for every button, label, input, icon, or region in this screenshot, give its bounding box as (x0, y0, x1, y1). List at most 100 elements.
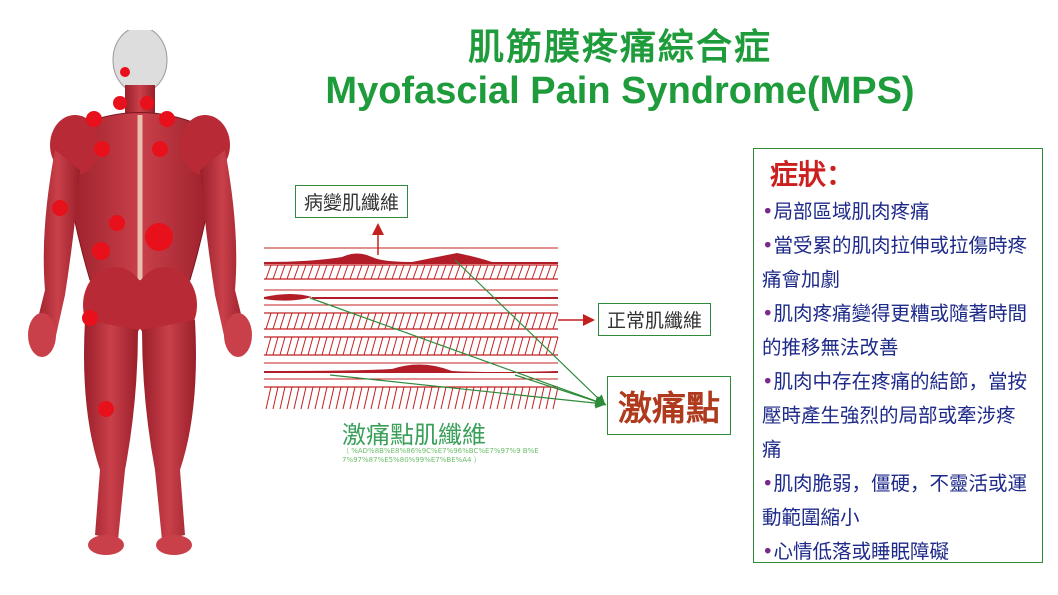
striation-line (461, 336, 468, 356)
striation-line (300, 386, 307, 410)
striation-line (384, 264, 391, 280)
striation-line (496, 386, 503, 410)
striation-line (552, 386, 559, 410)
symptom-list: •局部區域肌肉疼痛 •當受累的肌肉拉伸或拉傷時疼痛會加劇 •肌肉疼痛變得更糟或隨… (762, 195, 1032, 569)
striation-line (454, 264, 461, 280)
striation-line (510, 386, 517, 410)
title-english: Myofascial Pain Syndrome(MPS) (325, 70, 915, 112)
symptom-item: •當受累的肌肉拉伸或拉傷時疼痛會加劇 (762, 234, 1028, 291)
striation-line (447, 312, 454, 330)
striation-line (335, 386, 342, 410)
trigger-dot (94, 141, 110, 157)
trigger-pointer-line (309, 297, 607, 407)
striation-line (398, 312, 405, 330)
trigger-fiber-label: 激痛點肌纖維 (342, 421, 486, 449)
fiber-knots (264, 253, 558, 373)
striation-line (377, 264, 384, 280)
striation-line (419, 386, 426, 410)
striation-line (510, 336, 517, 356)
striation-line (510, 264, 517, 280)
trigger-dot (140, 96, 154, 110)
striation-line (370, 264, 377, 280)
striation-line (503, 386, 510, 410)
trigger-dot (159, 111, 175, 127)
trigger-point-markers (52, 67, 175, 417)
striation-line (314, 264, 321, 280)
striation-line (286, 386, 293, 410)
striation-line (405, 336, 412, 356)
striation-line (426, 264, 433, 280)
striation-line (552, 312, 559, 330)
striation-line (412, 336, 419, 356)
striation-line (475, 264, 482, 280)
striation-line (545, 336, 552, 356)
striation-line (426, 312, 433, 330)
striation-line (321, 386, 328, 410)
striation-line (447, 386, 454, 410)
striation-line (489, 264, 496, 280)
striation-line (342, 312, 349, 330)
fiber-outlines (264, 289, 558, 380)
striation-line (489, 312, 496, 330)
striation-line (468, 336, 475, 356)
striation-line (405, 264, 412, 280)
striation-line (335, 312, 342, 330)
striation-line (517, 386, 524, 410)
striation-line (286, 312, 293, 330)
striation-line (279, 312, 286, 330)
striation-line (265, 336, 272, 356)
striation-line (440, 312, 447, 330)
striation-line (426, 386, 433, 410)
striation-line (461, 386, 468, 410)
trigger-dot (152, 141, 168, 157)
trigger-dot (145, 223, 173, 251)
striation-line (475, 312, 482, 330)
striation-line (391, 336, 398, 356)
striation-line (496, 312, 503, 330)
striation-line (531, 386, 538, 410)
striation-line (391, 386, 398, 410)
striation-line (356, 312, 363, 330)
trigger-dot (98, 401, 114, 417)
striation-line (307, 386, 314, 410)
striation-line (440, 386, 447, 410)
striation-line (335, 264, 342, 280)
striation-line (503, 312, 510, 330)
striation-line (349, 336, 356, 356)
striation-line (321, 336, 328, 356)
striation-line (405, 312, 412, 330)
striation-line (272, 336, 279, 356)
symptom-item: •心情低落或睡眠障礙 (762, 540, 950, 563)
abnormal-fiber-label: 病變肌纖維 (295, 185, 409, 218)
striation-line (454, 386, 461, 410)
striation-line (531, 264, 538, 280)
striation-line (496, 264, 503, 280)
striation-line (545, 264, 552, 280)
striation-line (454, 336, 461, 356)
striation-line (391, 312, 398, 330)
striation-line (545, 312, 552, 330)
trigger-dot (92, 242, 110, 260)
normal-fiber-label: 正常肌纖維 (598, 303, 712, 336)
symptom-panel: 症狀： •局部區域肌肉疼痛 •當受累的肌肉拉伸或拉傷時疼痛會加劇 •肌肉疼痛變得… (753, 148, 1043, 563)
striation-line (524, 336, 531, 356)
striation-line (398, 386, 405, 410)
striation-line (419, 312, 426, 330)
trigger-dot (86, 111, 102, 127)
striation-line (433, 386, 440, 410)
striation-line (370, 386, 377, 410)
striation-line (321, 264, 328, 280)
trigger-point-label: 激痛點 (607, 376, 731, 435)
striation-line (279, 386, 286, 410)
striation-line (356, 386, 363, 410)
striation-line (538, 264, 545, 280)
striation-line (384, 386, 391, 410)
striation-line (349, 386, 356, 410)
striation-line (300, 336, 307, 356)
striation-line (475, 336, 482, 356)
striation-line (524, 386, 531, 410)
striation-line (538, 386, 545, 410)
striation-line (349, 312, 356, 330)
striation-line (363, 336, 370, 356)
striation-line (468, 312, 475, 330)
